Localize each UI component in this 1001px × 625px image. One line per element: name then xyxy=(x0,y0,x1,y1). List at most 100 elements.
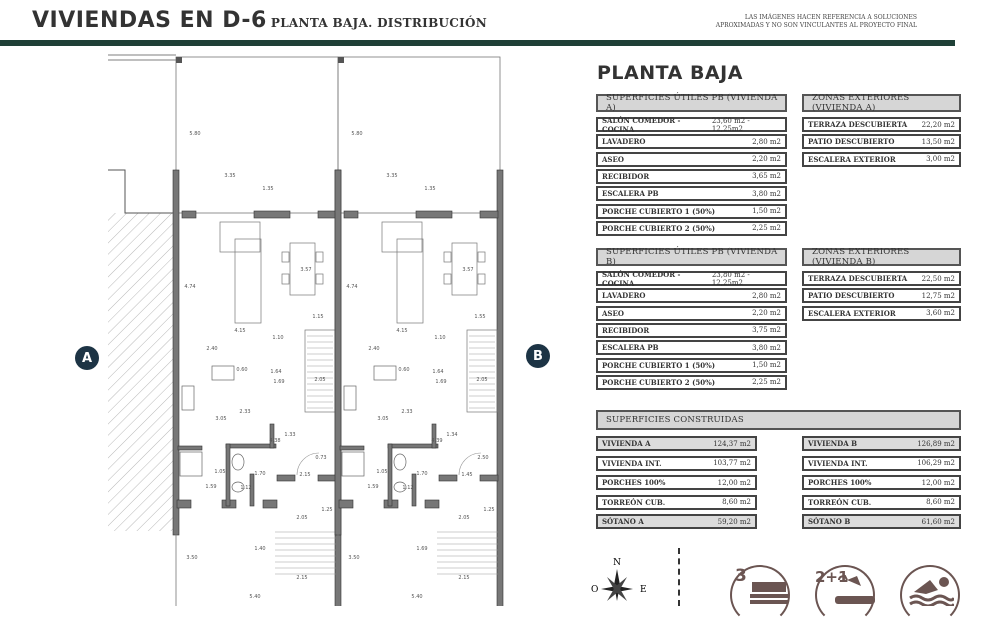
row-value: 2,25 m2 xyxy=(752,378,781,387)
wall xyxy=(338,499,354,509)
row-value: 3,80 m2 xyxy=(752,189,781,198)
dimension-label: 1.34 xyxy=(446,432,457,438)
row-value: 23,60 m2 - 12,25m2 xyxy=(711,116,750,133)
row-label: PORCHE CUBIERTO 1 (50%) xyxy=(602,206,716,216)
wall xyxy=(176,499,192,509)
dimension-label: 1.25 xyxy=(321,507,332,513)
row-label: ESCALERA PB xyxy=(602,343,659,353)
wall xyxy=(225,443,277,449)
row-label: LAVADERO xyxy=(602,291,646,301)
dimension-label: 1.59 xyxy=(367,484,378,490)
table-row: PORCHES 100%12,00 m2 xyxy=(596,475,757,491)
kitchen-sink xyxy=(373,365,397,381)
washer xyxy=(179,451,203,477)
cooktop xyxy=(181,385,195,411)
row-value: 103,77 m2 xyxy=(713,459,751,468)
cooktop xyxy=(343,385,357,411)
row-label: PATIO DESCUBIERTO xyxy=(808,137,895,147)
shower-bath-icon xyxy=(835,574,875,604)
table-row: TERRAZA DESCUBIERTA 22,50 m2 xyxy=(802,271,961,286)
dimension-label: 1.64 xyxy=(432,369,443,375)
row-label: TERRAZA DESCUBIERTA xyxy=(808,274,908,283)
dimension-label: 1.45 xyxy=(461,472,472,478)
row-label: ASEO xyxy=(602,308,624,318)
toilet xyxy=(231,481,245,493)
dimension-label: 1.64 xyxy=(270,369,281,375)
bedrooms-count: 3 xyxy=(735,566,747,586)
compass-north: N xyxy=(613,558,621,568)
dimension-label: 2.15 xyxy=(458,575,469,581)
row-label: VIVIENDA INT. xyxy=(808,458,868,468)
row-label: PORCHE CUBIERTO 1 (50%) xyxy=(602,360,716,370)
dimension-label: 3.57 xyxy=(462,267,473,273)
dimension-label: 3.35 xyxy=(386,173,397,179)
row-value: 12,00 m2 xyxy=(717,478,751,487)
dimension-label: 2.15 xyxy=(296,575,307,581)
dimension-label: 1.35 xyxy=(262,186,273,192)
wall xyxy=(225,443,231,507)
compass-east: E xyxy=(640,585,647,595)
dimension-label: 5.80 xyxy=(189,131,200,137)
table-row: PORCHE CUBIERTO 2 (50%)2,25 m2 xyxy=(596,220,787,236)
dimension-label: 1.12 xyxy=(240,485,251,491)
wall xyxy=(424,499,440,509)
construidas-header: SUPERFICIES CONSTRUIDAS xyxy=(596,410,961,430)
unit-b-badge: B xyxy=(526,344,550,368)
row-value: 22,50 m2 xyxy=(921,274,955,283)
row-value: 8,60 m2 xyxy=(722,498,751,507)
dimension-label: 2.33 xyxy=(401,409,412,415)
wall xyxy=(339,445,365,451)
row-label: LAVADERO xyxy=(602,137,646,147)
bathrooms-feature xyxy=(815,565,875,625)
row-label: RECIBIDOR xyxy=(602,171,650,181)
wall xyxy=(387,443,393,507)
neighbor-hatched-area xyxy=(108,213,176,531)
row-value: 59,20 m2 xyxy=(717,517,751,526)
dimension-label: 4.15 xyxy=(396,328,407,334)
row-value: 1,50 m2 xyxy=(752,207,781,215)
wall xyxy=(387,443,439,449)
row-label: RECIBIDOR xyxy=(602,325,650,335)
dimension-label: 4.15 xyxy=(234,328,245,334)
wall xyxy=(253,210,291,219)
dimension-label: 5.40 xyxy=(411,594,422,600)
kitchen-sink xyxy=(211,365,235,381)
exterior-stair xyxy=(275,531,336,575)
row-value: 61,60 m2 xyxy=(921,517,955,526)
row-value: 126,89 m2 xyxy=(917,439,955,448)
table-row: PORCHE CUBIERTO 1 (50%) 1,50 m2 xyxy=(596,203,787,219)
dimension-label: 1.10 xyxy=(272,335,283,341)
wall xyxy=(334,169,342,536)
row-label: PATIO DESCUBIERTO xyxy=(808,291,895,301)
wall xyxy=(317,474,337,482)
header-divider xyxy=(0,40,955,46)
pool-feature xyxy=(900,565,960,625)
row-label: VIVIENDA INT. xyxy=(602,458,662,468)
swimmer-icon xyxy=(909,577,954,606)
wall xyxy=(177,445,203,451)
row-label: PORCHE CUBIERTO 2 (50%) xyxy=(602,223,716,233)
row-value: 23,80 m2 - 12,25m2 xyxy=(711,270,750,287)
bed-icon xyxy=(750,582,788,604)
dimension-label: 1.33 xyxy=(284,432,295,438)
row-value: 2,80 m2 xyxy=(752,291,781,300)
dimension-label: 3.57 xyxy=(300,267,311,273)
wall xyxy=(276,474,296,482)
utiles-a-header: SUPERFICIES ÚTILES PB (VIVIENDA A) xyxy=(596,93,787,113)
table-row: LAVADERO 2,80 m2 xyxy=(596,288,787,304)
dimension-label: 1.55 xyxy=(474,314,485,320)
floor-plan: 5.803.351.354.743.571.154.151.102.400.60… xyxy=(108,54,504,606)
compass-rose-icon: N O E xyxy=(591,558,647,601)
table-row: VIVIENDA INT.106,29 m2 xyxy=(802,455,961,471)
row-value: 1,50 m2 xyxy=(752,361,781,369)
row-label: VIVIENDA B xyxy=(808,439,857,448)
wall xyxy=(181,210,197,219)
dimension-label: 1.10 xyxy=(434,335,445,341)
row-label: PORCHE CUBIERTO 2 (50%) xyxy=(602,377,716,387)
